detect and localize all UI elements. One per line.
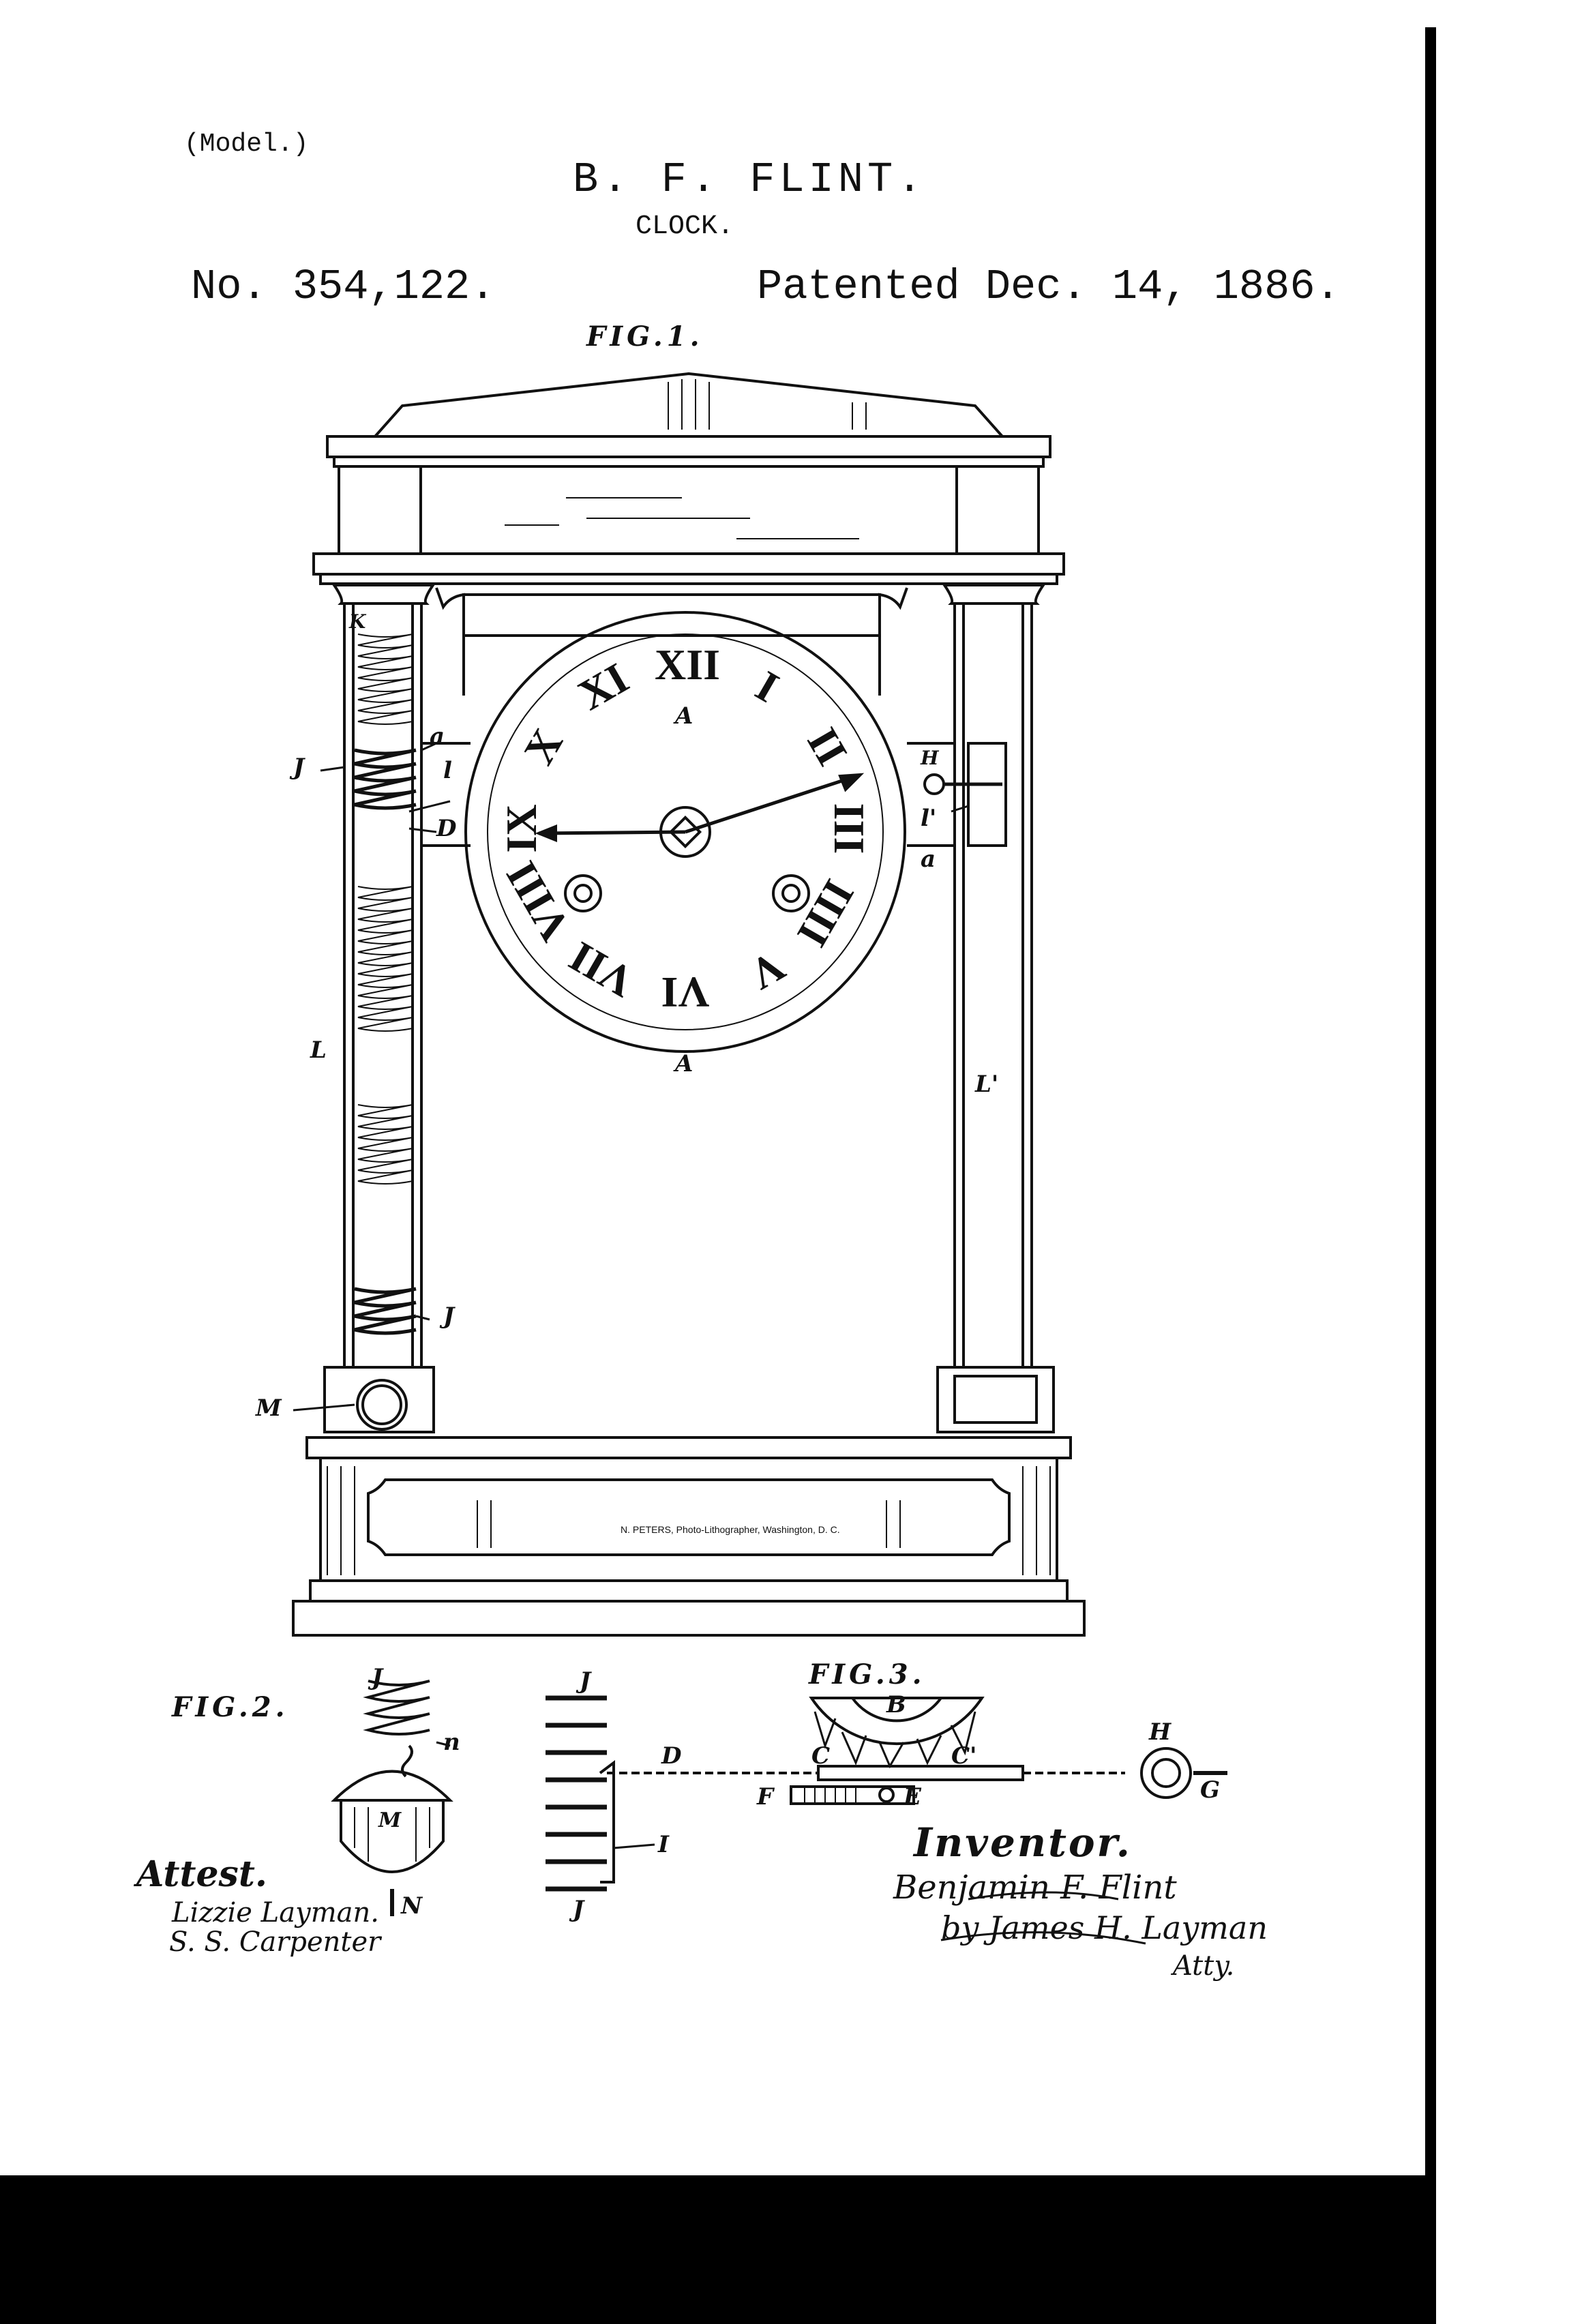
label-fig3-I: I: [658, 1831, 669, 1858]
top-cornice: [327, 436, 1050, 457]
fig2-acorn-cap: [334, 1772, 450, 1801]
base-foot-molding: [310, 1581, 1067, 1601]
label-J-left-bottom: J: [443, 1302, 454, 1330]
attorney-abbrev: Atty.: [1173, 1950, 1234, 1982]
label-fig2-N: N: [401, 1892, 422, 1920]
label-fig3-H: H: [1149, 1718, 1171, 1746]
fig3-ratchet-F: [791, 1787, 914, 1804]
fig3-rack: [818, 1766, 1023, 1780]
scan-right-margin: [1436, 0, 1582, 2324]
label-a-left: a: [430, 723, 445, 750]
label-fig3-J-top: J: [580, 1667, 591, 1695]
frieze-grain: [505, 498, 859, 539]
label-a-right: a: [921, 846, 936, 873]
witness-signature-1: Lizzie Layman.: [172, 1897, 379, 1928]
label-fig3-E: E: [904, 1783, 921, 1811]
fig3-pulley-H: [1141, 1748, 1191, 1798]
base-plinth: [320, 1458, 1057, 1581]
label-A-bottom: A: [675, 1050, 693, 1077]
attorney-signature: by James H. Layman: [941, 1909, 1268, 1946]
entablature: [314, 554, 1064, 574]
label-H: H: [921, 747, 938, 769]
top-cornice-lower: [334, 457, 1043, 466]
label-L-right: L': [975, 1071, 998, 1098]
label-fig3-G: G: [1200, 1776, 1220, 1804]
pointer-bracket: [968, 743, 1006, 846]
label-fig3-D: D: [661, 1742, 681, 1770]
label-fig3-F: F: [757, 1783, 773, 1811]
heavy-spring-coils: [355, 750, 416, 1333]
label-K: K: [349, 610, 365, 633]
figure-2-drawing: [334, 1681, 450, 1916]
dial-numeral: III: [824, 798, 874, 859]
label-L: L: [310, 1037, 327, 1064]
inventor-heading: Inventor.: [914, 1819, 1132, 1866]
winding-arbor-left: [565, 876, 601, 911]
label-fig3-B: B: [886, 1691, 906, 1718]
scan-bottom-edge: [0, 2175, 1425, 2324]
weight-M: [357, 1380, 406, 1429]
right-capital: [944, 585, 1043, 604]
inventor-signature: Benjamin F. Flint: [893, 1868, 1177, 1907]
pediment-hatching: [668, 379, 866, 430]
dial-numeral: XII: [655, 640, 716, 690]
label-fig2-M: M: [378, 1808, 401, 1832]
label-fig3-J-bottom: J: [573, 1896, 584, 1923]
witness-signature-2: S. S. Carpenter: [169, 1926, 380, 1958]
label-l-right: l': [921, 805, 936, 832]
pediment: [375, 374, 1002, 436]
label-A-top: A: [675, 702, 693, 730]
dial-numeral: VI: [655, 967, 716, 1017]
scan-right-edge: [1425, 27, 1436, 2324]
dial-numeral: IX: [496, 798, 547, 859]
base-top-slab: [307, 1437, 1071, 1458]
label-M: M: [256, 1395, 282, 1422]
label-fig2-J: J: [372, 1664, 383, 1691]
label-fig3-C-prime: C': [951, 1742, 976, 1770]
base-panel: [368, 1480, 1009, 1555]
base-foot: [293, 1601, 1084, 1635]
label-D: D: [436, 815, 456, 842]
right-column: [955, 604, 1032, 1367]
left-capital: [334, 585, 433, 604]
lithographer-credit: N. PETERS, Photo-Lithographer, Washingto…: [621, 1524, 840, 1535]
frieze: [339, 466, 1039, 554]
label-J-left-top: J: [293, 754, 304, 781]
fig3-spring-bars: [546, 1698, 607, 1889]
label-fig2-n: n: [443, 1729, 460, 1756]
attest-heading: Attest.: [136, 1853, 267, 1895]
label-fig3-C: C: [811, 1742, 830, 1770]
left-spring-coils: [358, 634, 413, 1184]
label-l-left: l: [443, 757, 452, 784]
hour-hand: [539, 832, 685, 833]
base-hatching: [327, 1466, 1050, 1575]
